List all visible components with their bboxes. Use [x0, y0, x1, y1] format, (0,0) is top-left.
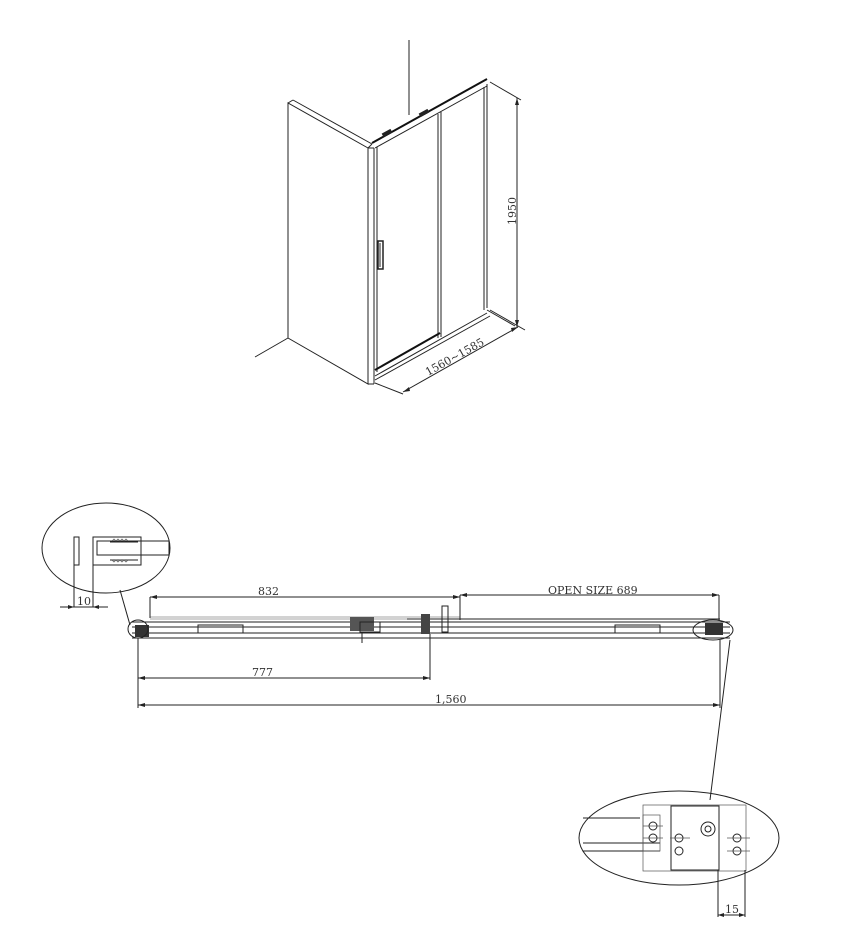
isometric-view: 1950 1560~1585 [254, 40, 526, 395]
width-dimension: 1560~1585 [423, 336, 486, 379]
left-detail: 10 [41, 502, 171, 609]
left-detail-dimension: 10 [77, 595, 91, 608]
fixed-panel-dimension: 777 [252, 666, 273, 679]
open-size-dimension: OPEN SIZE 689 [548, 584, 638, 597]
plan-view: 832 OPEN SIZE 689 777 1,560 [119, 584, 734, 801]
overall-width-dimension: 1,560 [435, 693, 467, 706]
height-dimension: 1950 [506, 197, 519, 225]
right-detail-dimension: 15 [725, 903, 739, 916]
right-detail: 15 [578, 790, 780, 917]
door-width-dimension: 832 [258, 585, 279, 598]
